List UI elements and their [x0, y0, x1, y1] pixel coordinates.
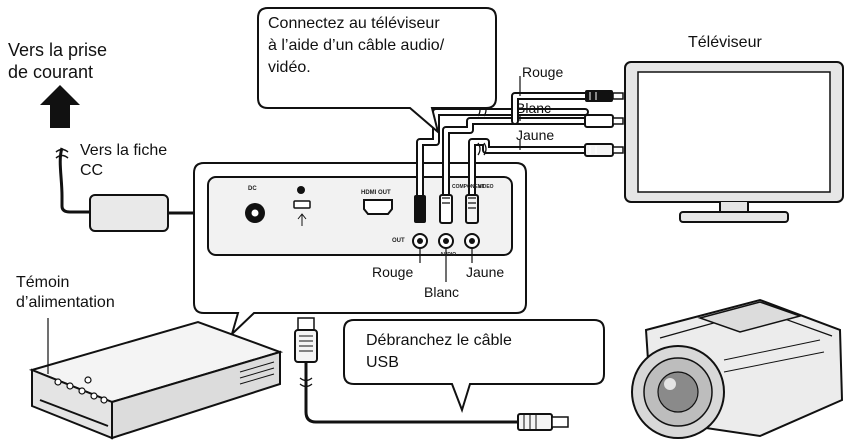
- usb-camcorder-plug: [517, 413, 569, 431]
- tv-callout-bubble: [257, 7, 497, 135]
- tv-callout-line1: Connectez au téléviseur: [268, 15, 440, 32]
- power-adapter-icon: [89, 194, 169, 232]
- tv-label: Téléviseur: [688, 34, 762, 51]
- usb-port: [293, 200, 311, 209]
- power-lamp-label-line2: d’alimentation: [16, 294, 115, 311]
- power-outlet-label-line1: Vers la prise: [8, 40, 108, 60]
- rca-jacks: [412, 233, 480, 249]
- usb-callout-bubble: [343, 319, 605, 414]
- rca-plug-icon: [414, 194, 479, 224]
- rear-panel: [207, 176, 513, 256]
- jack-label-white: Blanc: [424, 284, 460, 300]
- panel-mark-video: VIDEO: [478, 184, 494, 190]
- panel-mark-out: OUT: [392, 238, 405, 244]
- tv-callout-line3: vidéo.: [268, 59, 311, 76]
- arrow-up-icon: [40, 85, 80, 128]
- usb-cable: [304, 362, 518, 424]
- usb-symbol-icon: [297, 213, 307, 226]
- dc-plug-label-line2: CC: [80, 162, 104, 179]
- cable-label-yellow: Jaune: [516, 127, 555, 143]
- jack-label-red: Rouge: [372, 264, 414, 280]
- tv-callout-line2: à l’aide d’un câble audio/: [268, 37, 445, 54]
- power-outlet-label-line2: de courant: [8, 62, 94, 82]
- dc-plug-label-line1: Vers la fiche: [80, 142, 168, 159]
- usb-plug-icon: [294, 317, 318, 363]
- television-icon: [624, 61, 844, 223]
- power-cord: [58, 147, 90, 214]
- tv-rca-plugs: [584, 90, 624, 157]
- camcorder-icon: [631, 298, 844, 439]
- usb-callout-line1: Débranchez le câble: [366, 332, 512, 349]
- panel-mark-audio: AUDIO: [440, 252, 457, 258]
- panel-mark-component: COMPONENT: [452, 184, 485, 190]
- cable-label-white: Blanc: [516, 100, 552, 116]
- dvd-writer-icon: [28, 320, 284, 440]
- panel-mark-dc: DC: [248, 186, 257, 192]
- cable-label-red: Rouge: [522, 64, 564, 80]
- hdmi-port: [363, 199, 393, 215]
- usb-callout-line2: USB: [366, 354, 399, 371]
- panel-mark-hdmi: HDMI OUT: [361, 190, 391, 196]
- power-lamp-label-line1: Témoin: [16, 274, 70, 291]
- jack-label-yellow: Jaune: [466, 264, 505, 280]
